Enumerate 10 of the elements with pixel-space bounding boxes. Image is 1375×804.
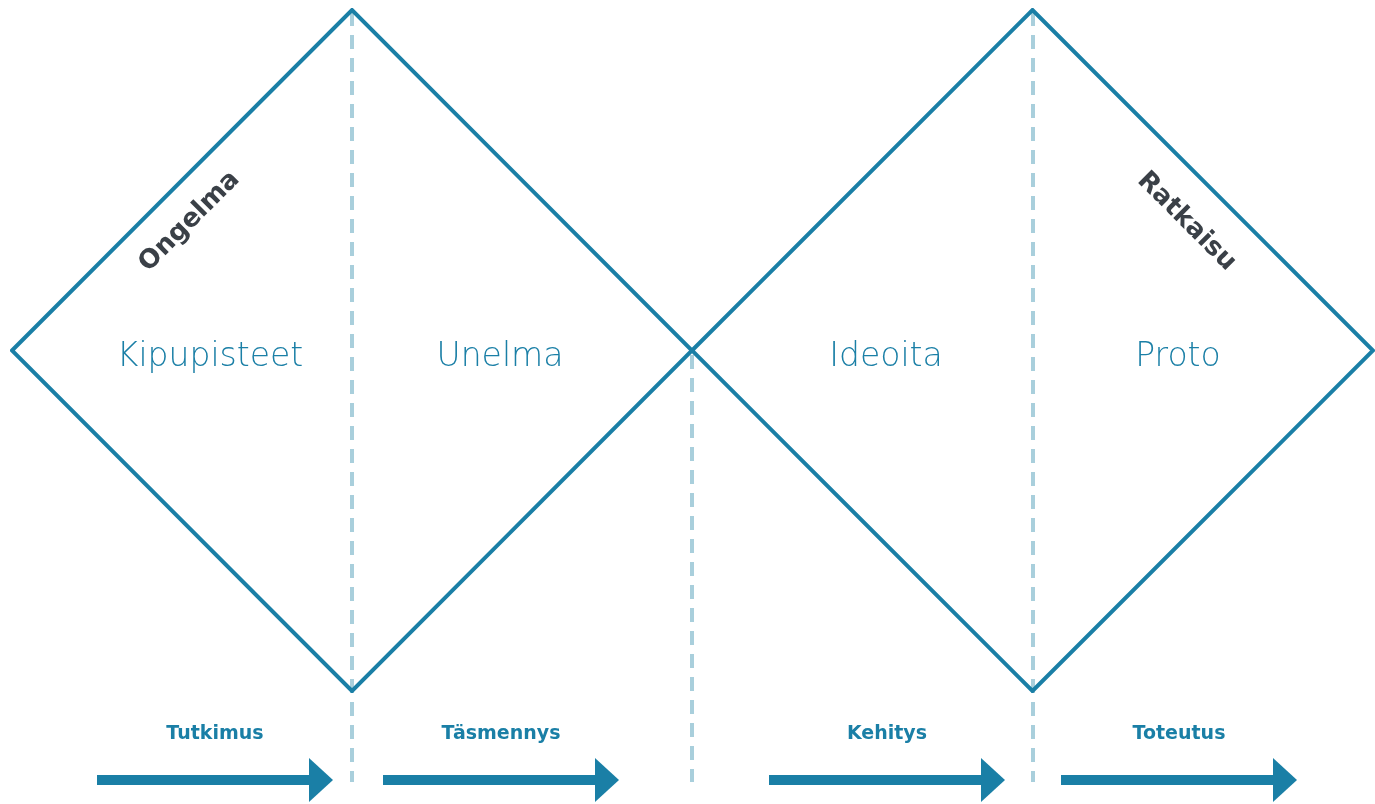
stage-label: Kehitys [846, 721, 928, 743]
phase-label: Proto [1135, 334, 1221, 374]
stage-label: Tutkimus [166, 721, 264, 743]
diamond-shape [690, 8, 1375, 693]
diamond-shape [10, 8, 694, 693]
phase-label: Unelma [436, 334, 564, 374]
stage-label: Toteutus [1132, 721, 1226, 743]
phase-label: Kipupisteet [116, 334, 304, 374]
stage-label: Täsmennys [441, 721, 561, 743]
phase-label: Ideoita [829, 334, 943, 374]
